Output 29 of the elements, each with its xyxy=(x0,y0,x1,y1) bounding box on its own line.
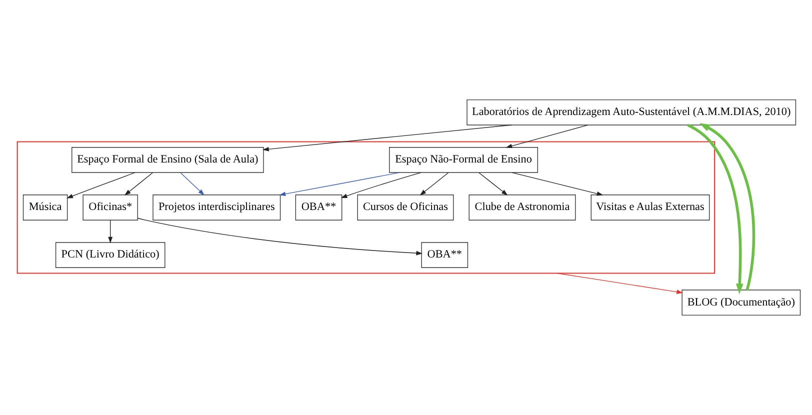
node-box: BLOG (Documentação) xyxy=(682,290,801,316)
node-box: Laboratórios de Aprendizagem Auto-Sustentável (A.M.M.DIAS, 2010) xyxy=(466,99,796,126)
node-box: Clube de Astronomia xyxy=(468,194,576,220)
node-box: Oficinas* xyxy=(82,194,138,220)
arrow xyxy=(137,218,423,256)
node-box: Espaço Formal de Ensino (Sala de Aula) xyxy=(72,147,264,173)
arrow xyxy=(279,172,400,196)
arrow xyxy=(506,124,588,148)
node-box: PCN (Livro Didático) xyxy=(55,242,166,268)
node-box: Música xyxy=(22,194,68,220)
arrow xyxy=(420,172,449,196)
cluster xyxy=(16,141,716,274)
arrow xyxy=(699,123,756,290)
arrow xyxy=(478,172,508,196)
node-box: Espaço Não-Formal de Ensino xyxy=(389,147,538,173)
arrow xyxy=(512,172,604,196)
node-box: Projetos interdisciplinares xyxy=(152,194,281,220)
node-box: Cursos de Oficinas xyxy=(357,194,454,220)
arrow xyxy=(262,124,512,152)
node-box: OBA** xyxy=(295,194,342,220)
arrow xyxy=(124,172,153,196)
arrow xyxy=(556,272,683,294)
arrow xyxy=(108,220,113,244)
arrow xyxy=(340,172,422,198)
node-box: OBA** xyxy=(421,242,468,268)
node-box: Visitas e Aulas Externas xyxy=(590,194,710,220)
arrow xyxy=(687,124,744,294)
arrow xyxy=(180,172,204,196)
arrow xyxy=(66,172,136,198)
